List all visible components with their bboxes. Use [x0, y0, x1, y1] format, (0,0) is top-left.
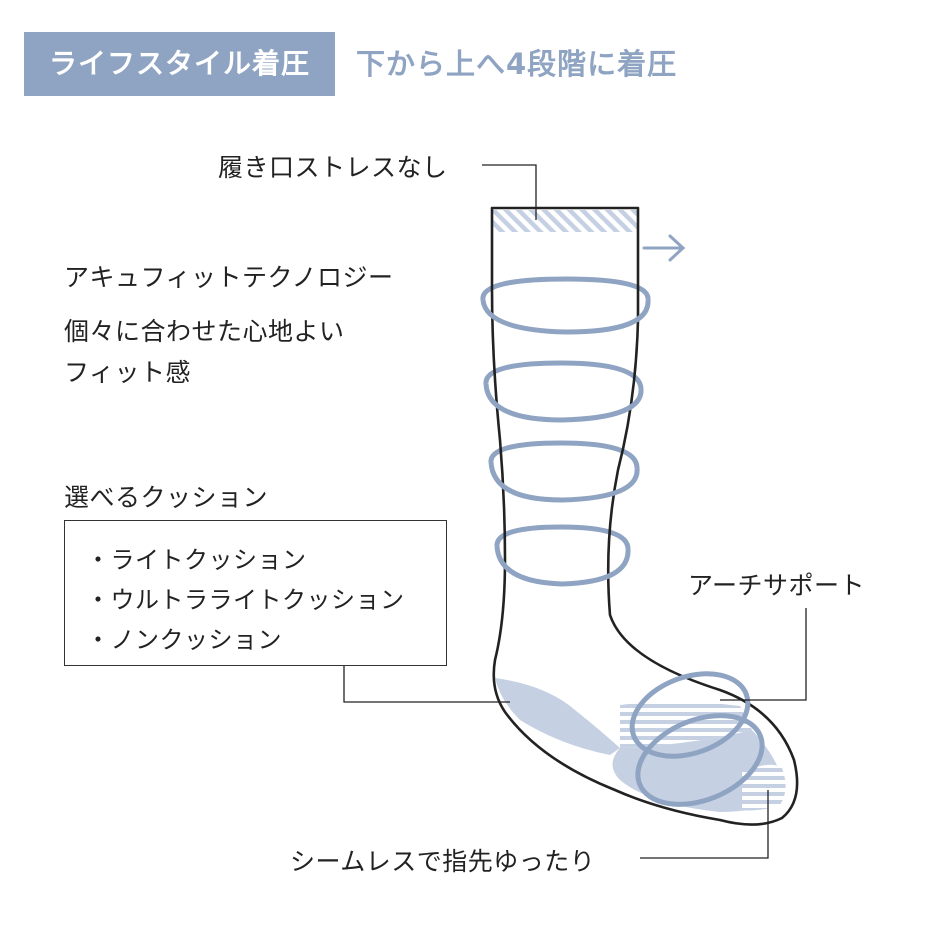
cushion-option-light: ・ライトクッション — [86, 546, 307, 574]
fit-desc-line1: 個々に合わせた心地よい — [64, 317, 345, 346]
sock-outline — [490, 206, 799, 826]
feature-tag: ライフスタイル着圧 — [24, 32, 335, 96]
sole-shade — [612, 730, 785, 812]
compression-rings-front — [480, 299, 765, 807]
opening-leader — [482, 164, 537, 220]
opening-label: 履き口ストレスなし — [218, 153, 448, 182]
header-subtitle: 下から上へ4段階に着圧 — [356, 47, 678, 81]
cuff-band — [492, 210, 638, 232]
arch-leader — [720, 608, 807, 701]
stretch-arrow — [642, 234, 686, 262]
leader-lines — [343, 164, 807, 859]
seamless-leader — [640, 790, 769, 859]
heel-shade — [495, 678, 620, 755]
fit-desc-line2: フィット感 — [64, 358, 192, 387]
cushion-option-ultralight: ・ウルトラライトクッション — [86, 586, 405, 614]
cushion-leader — [343, 666, 510, 703]
cushion-options-box — [64, 520, 447, 666]
arch-support-label: アーチサポート — [688, 571, 866, 600]
toe-stripes — [742, 764, 786, 811]
seamless-toe-label: シームレスで指先ゆったり — [290, 847, 596, 876]
cushion-option-none: ・ノンクッション — [86, 626, 282, 654]
cushion-title: 選べるクッション — [64, 483, 269, 512]
fit-title: アキュフィットテクノロジー — [64, 263, 394, 292]
compression-rings-back — [480, 276, 651, 550]
